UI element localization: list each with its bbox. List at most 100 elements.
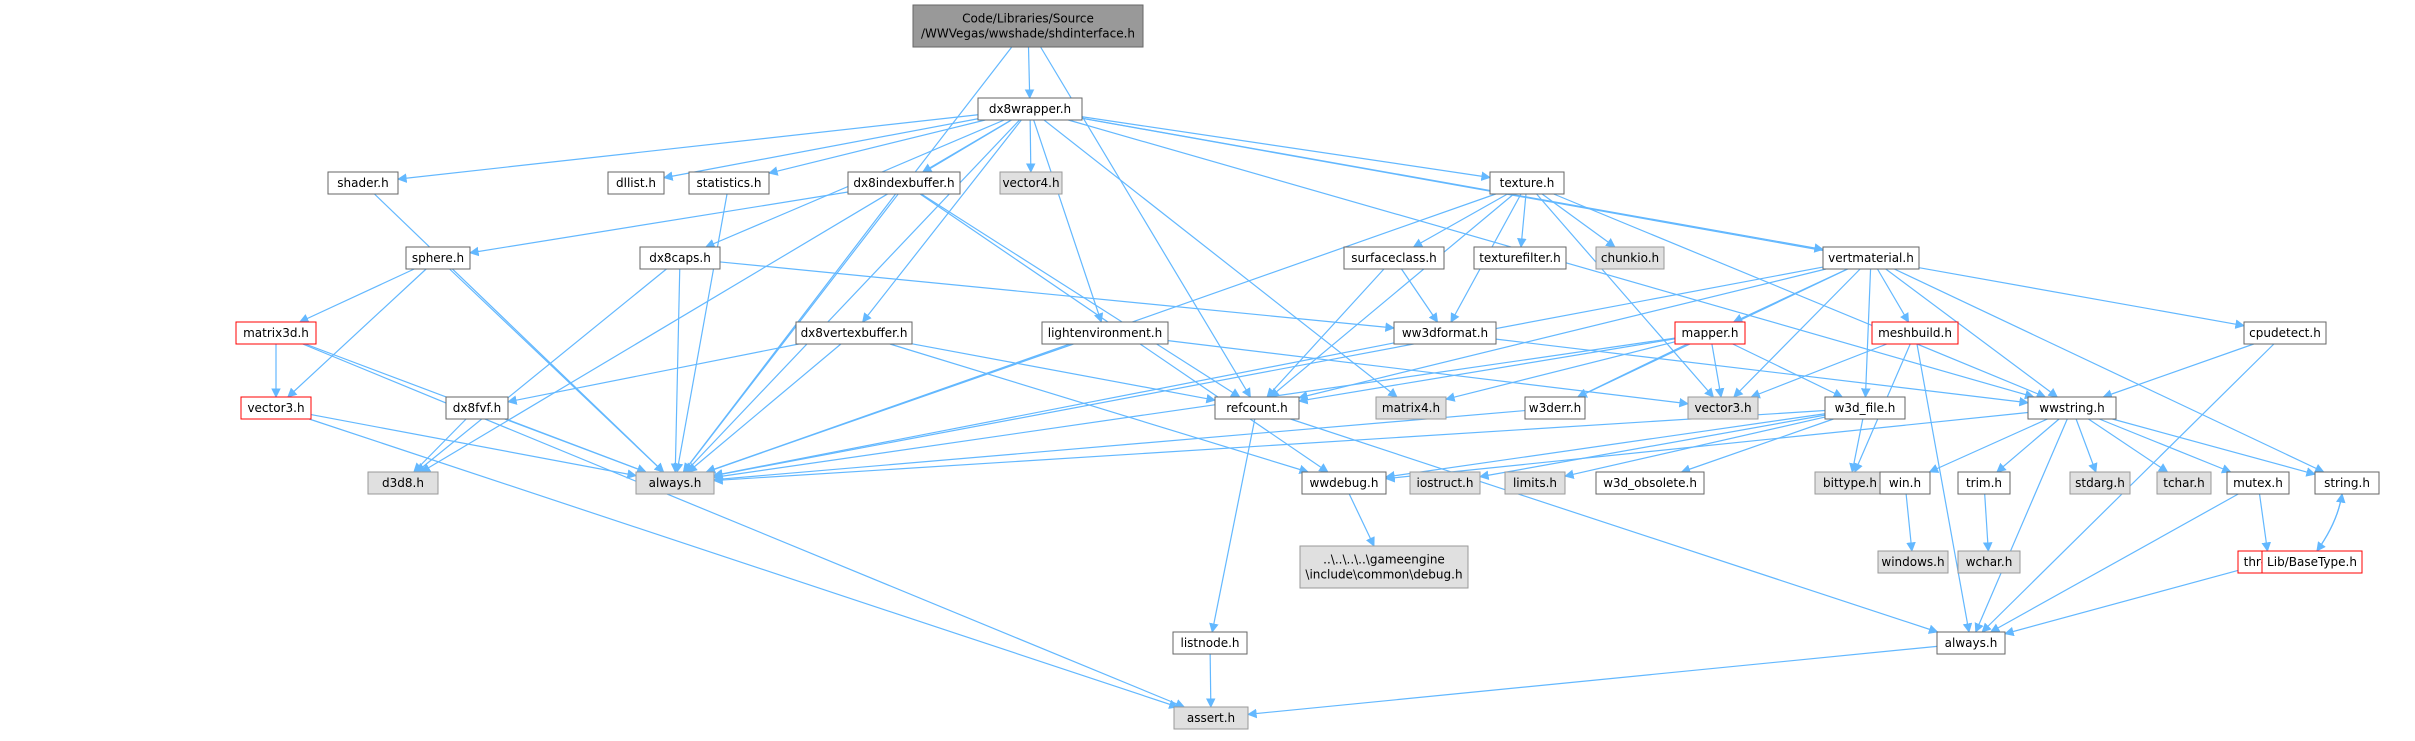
node-label-lightenvironment: lightenvironment.h <box>1048 326 1162 340</box>
node-label-always: always.h <box>649 476 702 490</box>
edge-texture-to-wwstring <box>1553 193 2047 399</box>
node-box-texture <box>1489 171 1565 195</box>
node-box-root <box>912 4 1144 48</box>
node-label-mapper: mapper.h <box>1682 326 1739 340</box>
edge-dx8wrapper-to-lightenvironment <box>1033 119 1104 323</box>
node-statistics[interactable]: statistics.h <box>688 171 770 195</box>
node-dx8fvf[interactable]: dx8fvf.h <box>445 396 509 420</box>
node-label-gamedebug: ..\..\..\..\gameengine <box>1323 553 1445 567</box>
edge-trim-to-wchar <box>1982 493 1993 552</box>
node-box-dllist <box>607 171 665 195</box>
node-always: always.h <box>635 471 715 495</box>
node-ww3dformat[interactable]: ww3dformat.h <box>1393 321 1497 345</box>
node-label-dx8vertexbuffer: dx8vertexbuffer.h <box>801 326 908 340</box>
edge-wwstring-to-string <box>2112 418 2316 477</box>
node-dx8caps[interactable]: dx8caps.h <box>639 246 721 270</box>
node-vertmaterial[interactable]: vertmaterial.h <box>1822 246 1920 270</box>
edge-wwstring-to-stdarg <box>2075 418 2098 473</box>
node-box-vector3b <box>1687 396 1759 420</box>
node-box-vertmaterial <box>1822 246 1920 270</box>
node-sphere[interactable]: sphere.h <box>405 246 471 270</box>
node-w3d_file[interactable]: w3d_file.h <box>1824 396 1906 420</box>
node-surfaceclass[interactable]: surfaceclass.h <box>1343 246 1445 270</box>
node-dx8vertexbuffer[interactable]: dx8vertexbuffer.h <box>795 321 913 345</box>
edge-vertmaterial-to-always <box>713 266 1824 479</box>
node-label-bittype: bittype.h <box>1823 476 1877 490</box>
edge-mapper-to-vector3b <box>1711 343 1725 398</box>
edge-vertmaterial-to-w3d_file <box>1860 268 1872 398</box>
node-label-meshbuild: meshbuild.h <box>1878 326 1952 340</box>
edge-dx8wrapper-to-dllist <box>663 118 979 181</box>
edge-wwstring-to-mutex <box>2099 418 2232 474</box>
node-wchar: wchar.h <box>1957 550 2021 574</box>
node-dx8indexbuffer[interactable]: dx8indexbuffer.h <box>847 171 961 195</box>
node-label-refcount: refcount.h <box>1226 401 1288 415</box>
node-label-limits: limits.h <box>1513 476 1557 490</box>
edge-mapper-to-matrix4 <box>1445 341 1676 402</box>
node-texture[interactable]: texture.h <box>1489 171 1565 195</box>
edge-w3derr-to-always <box>713 409 1526 484</box>
edge-string-to-basetype <box>2316 493 2343 552</box>
node-basetype[interactable]: Lib/BaseType.h <box>2261 550 2363 574</box>
edge-statistics-to-always <box>673 193 728 473</box>
edge-w3d_file-to-iostruct <box>1479 414 1826 480</box>
node-label-windows: windows.h <box>1881 555 1944 569</box>
node-iostruct: iostruct.h <box>1409 471 1481 495</box>
node-box-trim <box>1957 471 2011 495</box>
node-win[interactable]: win.h <box>1879 471 1931 495</box>
edge-texture-to-chunkio <box>1541 193 1616 248</box>
node-texturefilter[interactable]: texturefilter.h <box>1473 246 1567 270</box>
node-listnode[interactable]: listnode.h <box>1172 631 1248 655</box>
node-box-refcount <box>1214 396 1300 420</box>
edge-texture-to-refcount <box>1269 193 1515 398</box>
node-box-vector4 <box>999 171 1063 195</box>
node-label-d3d8: d3d8.h <box>382 476 424 490</box>
node-w3d_obsolete[interactable]: w3d_obsolete.h <box>1595 471 1705 495</box>
edge-matrix3d-to-assert <box>302 343 1186 709</box>
edge-dx8wrapper-to-matrix4 <box>1043 119 1398 398</box>
node-label-listnode: listnode.h <box>1181 636 1240 650</box>
node-box-iostruct <box>1409 471 1481 495</box>
node-string[interactable]: string.h <box>2314 471 2380 495</box>
node-mutex[interactable]: mutex.h <box>2226 471 2290 495</box>
node-trim[interactable]: trim.h <box>1957 471 2011 495</box>
node-lightenvironment[interactable]: lightenvironment.h <box>1041 321 1169 345</box>
node-box-dx8caps <box>639 246 721 270</box>
node-always2[interactable]: always.h <box>1936 631 2006 655</box>
edge-dx8wrapper-to-vector4 <box>1025 119 1036 173</box>
node-matrix3d[interactable]: matrix3d.h <box>235 321 317 345</box>
node-label-trim: trim.h <box>1966 476 2002 490</box>
node-cpudetect[interactable]: cpudetect.h <box>2243 321 2327 345</box>
node-box-windows <box>1877 550 1949 574</box>
node-windows: windows.h <box>1877 550 1949 574</box>
node-mapper[interactable]: mapper.h <box>1674 321 1746 345</box>
node-label-dx8fvf: dx8fvf.h <box>453 401 501 415</box>
node-wwstring[interactable]: wwstring.h <box>2027 396 2117 420</box>
node-label-texture: texture.h <box>1500 176 1555 190</box>
node-w3derr[interactable]: w3derr.h <box>1524 396 1586 420</box>
edge-dx8wrapper-to-texture <box>1081 116 1491 181</box>
node-meshbuild[interactable]: meshbuild.h <box>1871 321 1959 345</box>
node-box-wwstring <box>2027 396 2117 420</box>
node-dllist[interactable]: dllist.h <box>607 171 665 195</box>
node-wwdebug[interactable]: wwdebug.h <box>1301 471 1387 495</box>
node-box-meshbuild <box>1871 321 1959 345</box>
node-bittype: bittype.h <box>1814 471 1886 495</box>
edge-dx8vertexbuffer-to-refcount <box>911 343 1216 404</box>
node-root[interactable]: Code/Libraries/Source/WWVegas/wwshade/sh… <box>912 4 1144 48</box>
node-gamedebug: ..\..\..\..\gameengine\include\common\de… <box>1299 545 1469 589</box>
node-box-sphere <box>405 246 471 270</box>
node-assert: assert.h <box>1173 706 1249 730</box>
node-dx8wrapper[interactable]: dx8wrapper.h <box>977 97 1083 121</box>
edge-mapper-to-w3derr <box>1576 343 1688 398</box>
node-box-w3d_obsolete <box>1595 471 1705 495</box>
edge-refcount-to-listnode <box>1209 418 1256 633</box>
node-shader[interactable]: shader.h <box>327 171 399 195</box>
node-vector3[interactable]: vector3.h <box>240 396 312 420</box>
node-refcount[interactable]: refcount.h <box>1214 396 1300 420</box>
node-box-matrix3d <box>235 321 317 345</box>
edge-vertmaterial-to-vector3b <box>1733 268 1861 398</box>
edge-wwstring-to-trim <box>1996 418 2060 473</box>
node-tchar: tchar.h <box>2156 471 2212 495</box>
edge-wwstring-to-always2 <box>1974 418 2068 633</box>
